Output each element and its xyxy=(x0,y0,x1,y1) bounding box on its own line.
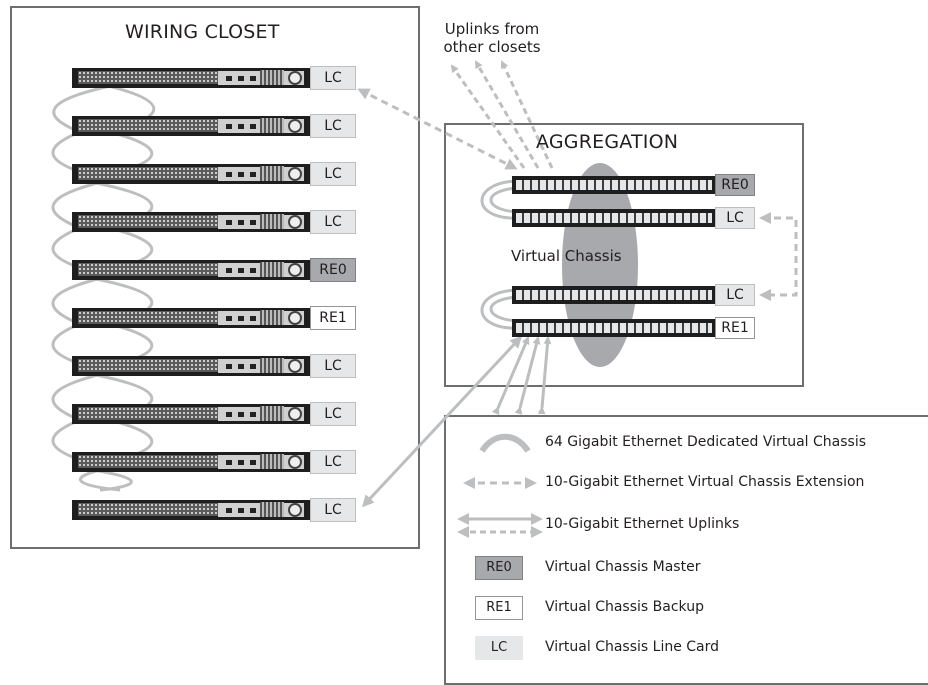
virtual-chassis-label: Virtual Chassis xyxy=(511,247,622,265)
uplinks-note: Uplinks from other closets xyxy=(437,20,547,56)
legend-dedicated-vc-label: 64 Gigabit Ethernet Dedicated Virtual Ch… xyxy=(545,434,867,450)
uplinks-note-line2: other closets xyxy=(443,38,541,56)
legend-backup-label: Virtual Chassis Backup xyxy=(545,599,704,615)
wiring-closet-title: WIRING CLOSET xyxy=(125,21,280,43)
closet-switch xyxy=(72,404,326,424)
aggregation-switch xyxy=(512,286,715,304)
legend-master-label: Virtual Chassis Master xyxy=(545,559,701,575)
uplinks-10g xyxy=(361,335,552,508)
legend-uplinks-label: 10-Gigabit Ethernet Uplinks xyxy=(545,516,740,532)
legend-master-swatch: RE0 xyxy=(475,556,523,580)
closet-switch xyxy=(72,260,326,280)
legend-backup-swatch: RE1 xyxy=(475,596,523,620)
closet-switch xyxy=(72,452,326,472)
closet-role-badge: LC xyxy=(310,402,356,426)
closet-switch xyxy=(72,68,326,88)
aggregation-switch xyxy=(512,319,715,337)
closet-role-badge: LC xyxy=(310,66,356,90)
uplinks-note-line1: Uplinks from xyxy=(444,20,540,38)
legend-linecard-swatch: LC xyxy=(475,636,523,660)
aggregation-role-badge: LC xyxy=(715,284,755,306)
legend-dedicated-vc-icon xyxy=(479,433,531,453)
closet-role-badge: LC xyxy=(310,498,356,522)
closet-role-badge: LC xyxy=(310,114,356,138)
closet-role-badge: LC xyxy=(310,450,356,474)
closet-switch xyxy=(72,164,326,184)
closet-role-badge: LC xyxy=(310,354,356,378)
closet-role-badge: LC xyxy=(310,210,356,234)
closet-role-badge: LC xyxy=(310,162,356,186)
legend-vc-extension-label: 10-Gigabit Ethernet Virtual Chassis Exte… xyxy=(545,474,865,490)
legend-glyphs xyxy=(479,433,531,453)
uplinks-other-closets xyxy=(450,60,554,169)
legend-linecard-label: Virtual Chassis Line Card xyxy=(545,639,720,655)
aggregation-switch xyxy=(512,176,715,194)
aggregation-role-badge: RE1 xyxy=(715,317,755,339)
vc-extension-links xyxy=(357,88,798,301)
closet-switch xyxy=(72,500,326,520)
closet-switch xyxy=(72,116,326,136)
legend-box xyxy=(444,415,928,685)
closet-role-badge: RE0 xyxy=(310,258,356,282)
closet-vc-cables xyxy=(51,82,156,492)
closet-switch xyxy=(72,212,326,232)
aggregation-title: AGGREGATION xyxy=(536,131,679,153)
aggregation-role-badge: LC xyxy=(715,207,755,229)
closet-role-badge: RE1 xyxy=(310,306,356,330)
closet-switch xyxy=(72,308,326,328)
aggregation-role-badge: RE0 xyxy=(715,174,755,196)
closet-switch xyxy=(72,356,326,376)
aggregation-switch xyxy=(512,209,715,227)
aggregation-vc-cables xyxy=(480,179,519,330)
